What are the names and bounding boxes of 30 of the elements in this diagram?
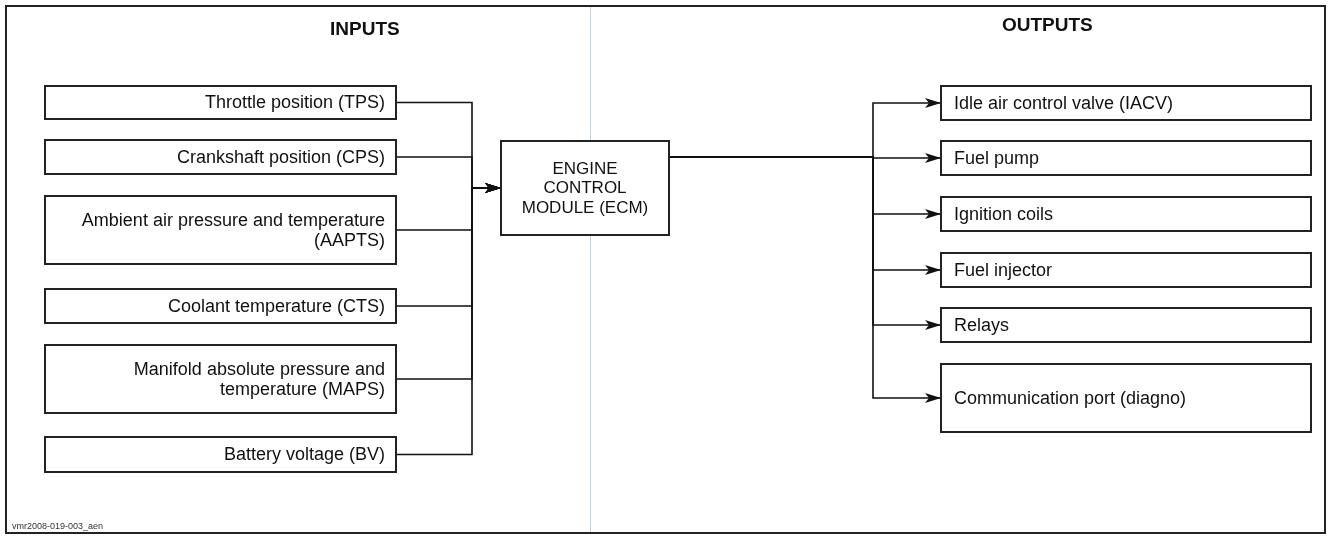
node-text: Relays xyxy=(954,314,1010,336)
node-text: Coolant temperature (CTS) xyxy=(167,295,385,317)
arrow xyxy=(396,183,501,456)
signal-box xyxy=(940,140,1312,176)
node-text: Manifold absolute pressure and temperature (MAPS) xyxy=(132,358,385,400)
column-heading: INPUTS xyxy=(330,18,400,40)
signal-box xyxy=(44,139,397,175)
node-text: Ambient air pressure and temperature (AAPTS) xyxy=(80,209,385,251)
node-text: Ignition coils xyxy=(954,203,1054,225)
node-text: Communication port (diagno) xyxy=(954,387,1187,409)
signal-box xyxy=(44,85,397,120)
signal-box xyxy=(940,196,1312,232)
node-text: Fuel pump xyxy=(954,147,1040,169)
node-text: Fuel injector xyxy=(954,259,1053,281)
node-text: Throttle position (TPS) xyxy=(204,92,385,113)
signal-box xyxy=(44,195,397,265)
signal-box xyxy=(44,436,397,473)
figure-id: vmr2008-019-003_aen xyxy=(12,521,104,531)
node-text: Battery voltage (BV) xyxy=(223,444,385,465)
node-text: Idle air control valve (IACV) xyxy=(954,92,1174,114)
signal-box xyxy=(940,85,1312,121)
signal-box xyxy=(44,344,397,414)
module-box xyxy=(500,140,670,236)
signal-box xyxy=(940,252,1312,288)
signal-box xyxy=(940,363,1312,433)
signal-box xyxy=(44,288,397,324)
node-text: ENGINE CONTROL MODULE (ECM) xyxy=(520,159,650,217)
node-text: Crankshaft position (CPS) xyxy=(176,146,385,168)
column-heading: OUTPUTS xyxy=(1002,14,1093,36)
signal-box xyxy=(940,307,1312,343)
